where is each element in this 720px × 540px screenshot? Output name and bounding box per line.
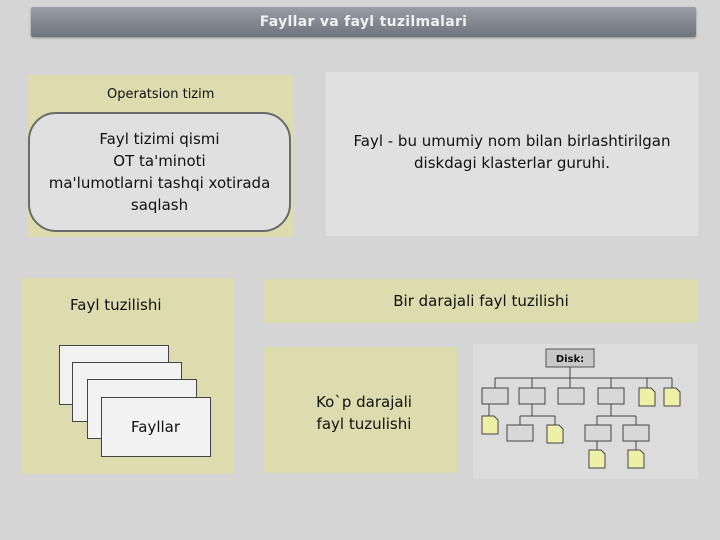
single-level-label: Bir darajali fayl tuzilishi [393, 292, 569, 310]
folder-icon [481, 387, 509, 405]
os-box-line-3: ma'lumotlarni tashqi xotirada [48, 174, 271, 192]
folder-icon [584, 424, 612, 442]
os-box-line-4: saqlash [130, 196, 189, 214]
folder-icon [506, 424, 534, 442]
file-icon [663, 387, 681, 407]
definition-text: Fayl - bu umumiy nom bilan birlashtirilg… [326, 130, 698, 174]
file-icon [588, 449, 606, 469]
folder-icon [622, 424, 650, 442]
disk-root-label: Disk: [556, 354, 584, 365]
os-panel-label: Operatsion tizim [107, 87, 215, 102]
os-box-line-1: Fayl tizimi qismi [99, 130, 220, 148]
single-level-panel [264, 279, 698, 323]
multi-level-text: Ko`p darajali fayl tuzulishi [264, 391, 464, 435]
definition-panel [326, 72, 698, 236]
folder-icon [557, 387, 585, 405]
multi-level-panel [264, 347, 457, 473]
structure-panel-label: Fayl tuzilishi [70, 296, 162, 314]
multi-level-line-1: Ko`p darajali [316, 393, 412, 411]
folder-icon [518, 387, 546, 405]
multi-level-line-2: fayl tuzulishi [316, 415, 412, 433]
folder-icon [597, 387, 625, 405]
slide-title: Fayllar va fayl tuzilmalari [31, 7, 696, 37]
file-icon [481, 415, 499, 435]
os-rounded-box: Fayl tizimi qismi OT ta'minoti ma'lumotl… [28, 112, 291, 232]
definition-line-2: diskdagi klasterlar guruhi. [414, 154, 610, 172]
os-box-line-2: OT ta'minoti [113, 152, 206, 170]
file-icon [546, 424, 564, 444]
file-icon [627, 449, 645, 469]
file-icon [638, 387, 656, 407]
definition-line-1: Fayl - bu umumiy nom bilan birlashtirilg… [353, 132, 671, 150]
file-card-4 [101, 397, 211, 457]
file-stack-label: Fayllar [131, 418, 181, 436]
